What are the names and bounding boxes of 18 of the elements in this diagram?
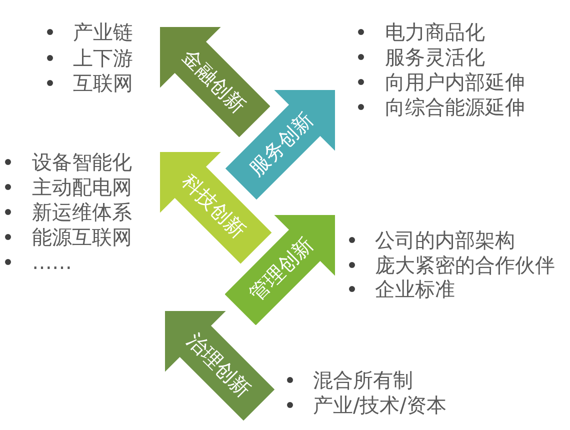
list-item: 产业链: [73, 20, 133, 44]
list-item: 互联网: [73, 71, 133, 95]
list-item: 新运维体系: [32, 200, 132, 224]
list-item: 产业/技术/资本: [313, 393, 446, 417]
list-item: 服务灵活化: [385, 45, 485, 69]
list-item: 能源互联网: [32, 225, 132, 249]
list-item: 向综合能源延伸: [385, 95, 525, 119]
list-item: 电力商品化: [385, 20, 485, 44]
list-item: 上下游: [73, 46, 133, 70]
list-item: ……: [32, 250, 72, 274]
list-item: 主动配电网: [32, 175, 132, 199]
list-item: 公司的内部架构: [375, 228, 515, 252]
list-item: 企业标准: [375, 277, 455, 301]
list-item: 设备智能化: [32, 150, 132, 174]
list-item: 庞大紧密的合作伙伴: [375, 252, 555, 276]
banner-label: 治理创新: [183, 329, 256, 402]
list-item: 向用户内部延伸: [385, 70, 525, 94]
list-item: 混合所有制: [313, 368, 413, 392]
